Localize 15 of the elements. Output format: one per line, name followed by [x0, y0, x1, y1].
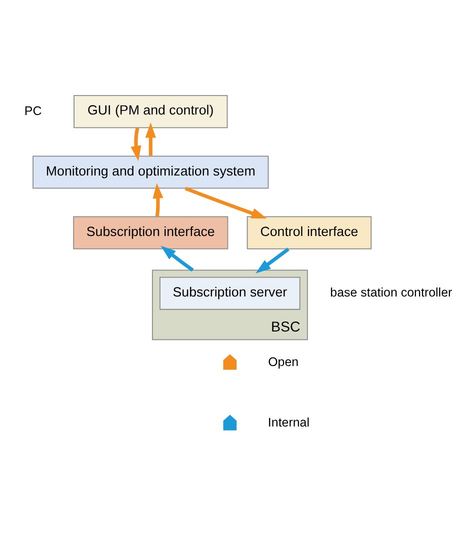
node-box: Monitoring and optimization system	[32, 156, 269, 189]
node-box: Subscription interface	[73, 216, 228, 250]
arrow	[152, 183, 164, 217]
arrow	[256, 248, 290, 274]
legend-label: Open	[268, 355, 299, 370]
node-box: Control interface	[246, 216, 372, 250]
arrow	[130, 128, 142, 162]
arrow	[184, 186, 267, 218]
node-box: Subscription server	[160, 276, 300, 310]
legend-label: Internal	[268, 416, 310, 430]
arrow	[145, 122, 156, 156]
arrow	[160, 246, 194, 272]
label: PC	[24, 104, 42, 118]
node-box: GUI (PM and control)	[74, 95, 228, 128]
label: base station controller	[330, 286, 452, 300]
